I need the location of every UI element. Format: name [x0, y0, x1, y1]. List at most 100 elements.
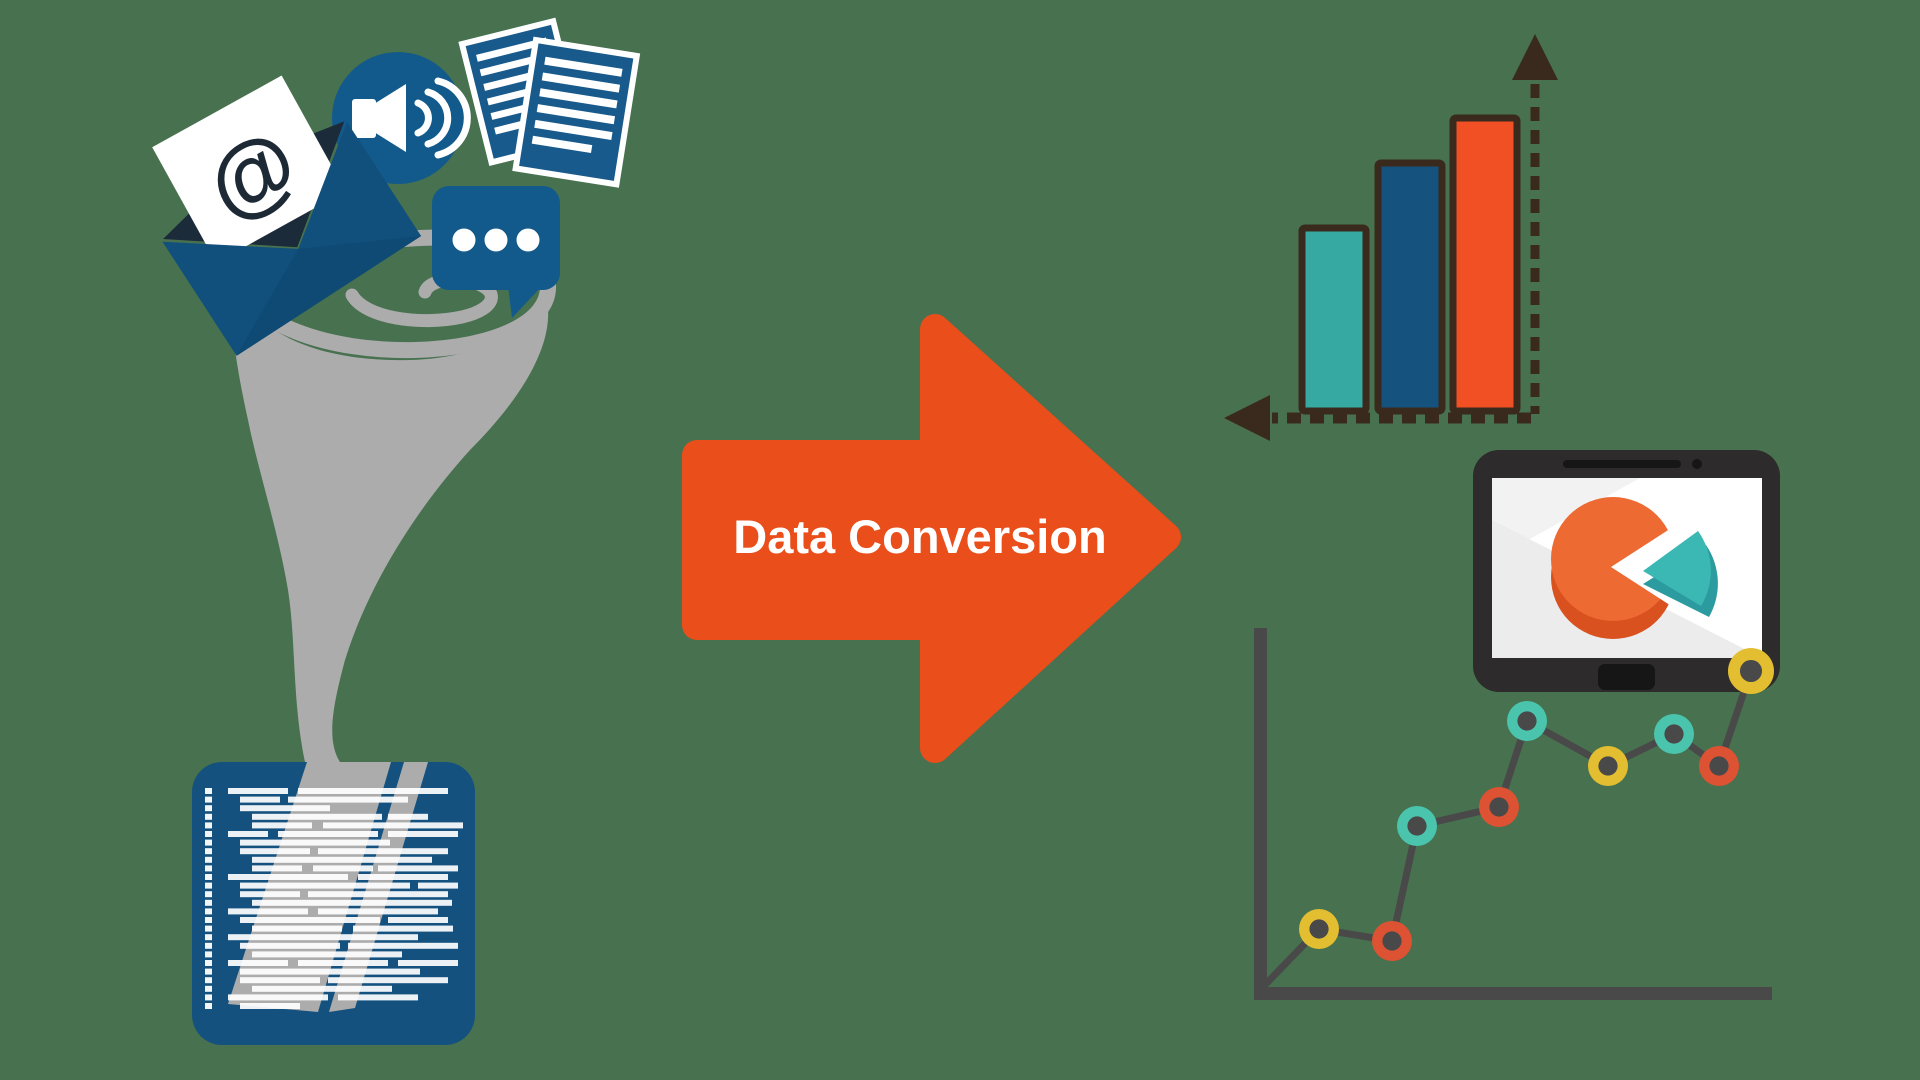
line-series	[1259, 648, 1774, 991]
arrow-label: Data Conversion	[733, 510, 1106, 563]
tablet-speaker-slot	[1563, 460, 1681, 468]
code-line	[353, 925, 453, 932]
tablet-home-button	[1598, 664, 1655, 690]
bar-mid	[1374, 159, 1446, 415]
sound-wave-1	[414, 99, 432, 137]
code-tick	[205, 865, 212, 872]
code-line	[252, 822, 312, 829]
data-point-center-6	[1664, 724, 1684, 744]
code-line	[228, 831, 268, 837]
data-point-center-1	[1382, 931, 1402, 951]
arrow-shape	[682, 314, 1181, 763]
code-lines	[205, 788, 463, 1009]
code-line	[388, 917, 448, 923]
code-line	[240, 942, 340, 949]
tablet-camera-dot	[1692, 459, 1702, 469]
bars	[1298, 114, 1521, 415]
code-line	[240, 1003, 300, 1009]
code-tick	[205, 788, 212, 794]
line-chart-graphic	[1254, 628, 1774, 1000]
speaker-box	[352, 99, 376, 138]
code-line	[338, 994, 418, 1001]
code-line	[240, 968, 420, 975]
email-letter	[152, 75, 346, 263]
code-tick	[205, 1003, 212, 1009]
code-tick	[205, 822, 212, 829]
chat-bubble-icon	[432, 186, 560, 318]
pie-chart-graphic	[1551, 497, 1718, 639]
code-tick	[205, 899, 212, 906]
code-line	[252, 865, 302, 872]
code-line	[228, 960, 288, 966]
code-line	[348, 942, 458, 949]
code-line	[328, 977, 448, 984]
code-line	[228, 934, 418, 941]
data-point-center-4	[1517, 711, 1537, 731]
code-line	[398, 960, 458, 966]
code-line	[378, 865, 458, 872]
x-axis-arrowhead	[1224, 395, 1270, 441]
envelope-body	[162, 121, 422, 356]
code-line	[318, 908, 438, 915]
line-chart-y-axis	[1254, 628, 1267, 1000]
line-path	[1259, 669, 1755, 991]
code-line	[240, 848, 310, 855]
conversion-arrow: Data Conversion	[682, 314, 1181, 763]
code-line	[288, 796, 408, 803]
chat-dot-3	[516, 228, 540, 252]
code-block-icon	[192, 762, 475, 1045]
chat-dot-2	[484, 228, 508, 252]
code-tick	[205, 925, 212, 932]
code-line	[252, 899, 452, 906]
line-chart-x-axis	[1254, 987, 1772, 1000]
code-tick	[205, 977, 212, 984]
code-line	[298, 960, 388, 966]
code-line	[240, 805, 330, 812]
code-line	[252, 925, 342, 932]
code-tick	[205, 951, 212, 958]
pie-top	[1551, 497, 1675, 621]
chat-dot-1	[452, 228, 476, 252]
code-tick	[205, 805, 212, 812]
code-tick	[205, 917, 212, 923]
code-line	[252, 951, 402, 958]
code-line	[228, 994, 328, 1001]
data-point-center-3	[1489, 797, 1509, 817]
code-tick	[205, 831, 212, 837]
code-line	[323, 822, 463, 829]
code-tick	[205, 908, 212, 915]
code-line	[228, 788, 288, 794]
tornado-funnel	[231, 272, 549, 762]
code-tick	[205, 813, 212, 820]
pie-slice-top	[1643, 531, 1711, 606]
code-tick	[205, 839, 212, 846]
tablet-graphic	[1473, 450, 1780, 692]
code-line	[228, 908, 308, 915]
code-tick	[205, 848, 212, 855]
code-tick	[205, 882, 212, 889]
code-line	[388, 813, 428, 820]
code-line	[240, 891, 300, 898]
code-line	[252, 813, 382, 820]
y-axis-arrowhead	[1512, 34, 1558, 80]
sound-wave-3	[434, 77, 471, 159]
code-line	[308, 891, 448, 898]
code-line	[252, 985, 392, 992]
code-line	[240, 917, 380, 923]
data-point-center-0	[1309, 919, 1329, 939]
code-tick	[205, 934, 212, 941]
speaker-horn	[374, 84, 406, 152]
code-tick	[205, 960, 212, 966]
code-line	[240, 839, 390, 846]
code-line	[252, 856, 432, 863]
bar-chart-graphic	[1224, 34, 1558, 441]
sound-wave-2	[424, 88, 452, 148]
code-tick	[205, 942, 212, 949]
data-point-center-7	[1709, 756, 1729, 776]
code-line	[418, 882, 458, 889]
code-tick	[205, 891, 212, 898]
code-tick	[205, 856, 212, 863]
code-line	[318, 848, 448, 855]
data-point-center-2	[1407, 816, 1427, 836]
code-line	[298, 788, 448, 794]
